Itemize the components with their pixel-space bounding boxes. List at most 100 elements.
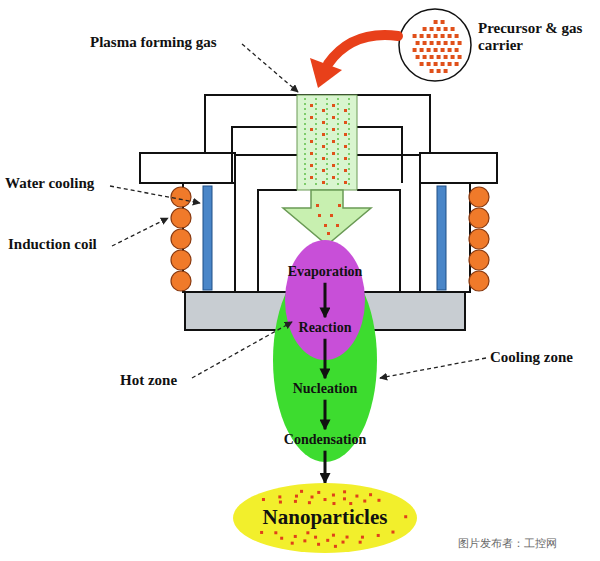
flow-arrow bbox=[323, 339, 326, 379]
precursor-dot bbox=[451, 41, 455, 45]
precursor-dot bbox=[416, 55, 420, 59]
precursor-dot bbox=[434, 48, 438, 52]
precursor-dot bbox=[338, 204, 341, 207]
precursor-dot bbox=[455, 62, 459, 66]
precursor-dot bbox=[310, 152, 313, 155]
precursor-dot bbox=[448, 62, 452, 66]
particle-dot bbox=[294, 500, 297, 503]
precursor-dot bbox=[332, 116, 335, 119]
precursor-dot bbox=[344, 109, 347, 112]
nozzle-arrow bbox=[283, 190, 371, 245]
precursor-dot bbox=[322, 133, 325, 136]
precursor-dot bbox=[332, 104, 335, 107]
particle-dot bbox=[300, 490, 303, 493]
step-label: Reaction bbox=[299, 320, 352, 335]
particle-dot bbox=[303, 539, 306, 542]
water-channel bbox=[203, 186, 212, 290]
precursor-dot bbox=[458, 55, 462, 59]
precursor-dot bbox=[427, 62, 431, 66]
feed-arrow-head bbox=[310, 58, 342, 88]
particle-dot bbox=[295, 495, 298, 498]
right-wall bbox=[420, 183, 470, 292]
particle-dot bbox=[361, 536, 364, 539]
particle-dot bbox=[279, 501, 282, 504]
precursor-dot bbox=[441, 48, 445, 52]
precursor-dot bbox=[455, 48, 459, 52]
particle-dot bbox=[317, 491, 320, 494]
precursor-dot bbox=[430, 41, 434, 45]
particle-dot bbox=[278, 495, 281, 498]
coil-turn bbox=[171, 187, 191, 207]
precursor-dot bbox=[344, 133, 347, 136]
gas-stream bbox=[315, 98, 317, 188]
process-step: Nucleation bbox=[290, 379, 361, 398]
precursor-dot bbox=[420, 34, 424, 38]
precursor-dot bbox=[441, 34, 445, 38]
precursor-dot bbox=[344, 121, 347, 124]
coil-turn bbox=[469, 208, 489, 228]
precursor-dot bbox=[310, 116, 313, 119]
particle-dot bbox=[355, 495, 358, 498]
coil-turn bbox=[469, 271, 489, 291]
precursor-dot bbox=[316, 204, 319, 207]
precursor-dot bbox=[430, 27, 434, 31]
precursor-dot bbox=[437, 55, 441, 59]
particle-dot bbox=[342, 541, 345, 544]
gas-stream bbox=[337, 98, 339, 188]
precursor-dot bbox=[441, 62, 445, 66]
particle-dot bbox=[332, 502, 335, 505]
precursor-dot bbox=[310, 176, 313, 179]
precursor-dot bbox=[344, 145, 347, 148]
precursor-dot bbox=[420, 48, 424, 52]
precursor-dot bbox=[423, 55, 427, 59]
part-label: Water cooling bbox=[5, 175, 94, 192]
precursor-dot bbox=[444, 27, 448, 31]
particle-dot bbox=[274, 531, 277, 534]
coil-turn bbox=[469, 229, 489, 249]
particle-dot bbox=[314, 536, 317, 539]
coil-turn bbox=[469, 187, 489, 207]
process-step: Reaction bbox=[296, 318, 355, 337]
precursor-circle bbox=[399, 9, 471, 81]
precursor-dot bbox=[448, 34, 452, 38]
part-label: Plasma forming gas bbox=[90, 34, 217, 51]
product-ellipse: Nanoparticles bbox=[232, 482, 418, 554]
leader-line bbox=[192, 322, 292, 378]
particle-dot bbox=[332, 534, 335, 537]
precursor-dot bbox=[437, 69, 441, 73]
precursor-dot bbox=[434, 20, 438, 24]
precursor-dot bbox=[434, 34, 438, 38]
precursor-dot bbox=[444, 69, 448, 73]
particle-dot bbox=[310, 496, 313, 499]
leader-line bbox=[110, 186, 200, 203]
precursor-dot bbox=[437, 27, 441, 31]
right-flange bbox=[420, 153, 497, 183]
precursor-dot bbox=[310, 140, 313, 143]
particle-dot bbox=[346, 536, 349, 539]
precursor-dot bbox=[444, 55, 448, 59]
precursor-dot bbox=[413, 34, 417, 38]
step-label: Evaporation bbox=[288, 264, 363, 279]
particle-dot bbox=[343, 490, 346, 493]
part-label: Induction coil bbox=[8, 236, 97, 253]
precursor-dot bbox=[332, 128, 335, 131]
precursor-dot bbox=[322, 109, 325, 112]
precursor-dot bbox=[430, 55, 434, 59]
precursor-dot bbox=[336, 224, 339, 227]
precursor-dot bbox=[420, 62, 424, 66]
precursor-dot bbox=[451, 27, 455, 31]
particle-dot bbox=[343, 497, 346, 500]
watermark: 图片发布者：工控网 bbox=[458, 538, 557, 551]
precursor-dot bbox=[451, 55, 455, 59]
gas-stream bbox=[326, 98, 328, 188]
particle-dot bbox=[359, 541, 362, 544]
leader-line bbox=[242, 44, 298, 92]
gas-stream bbox=[304, 98, 306, 188]
precursor-dot bbox=[437, 41, 441, 45]
precursor-dot bbox=[448, 48, 452, 52]
particle-dot bbox=[260, 531, 263, 534]
leader-line bbox=[380, 358, 486, 378]
precursor-dot bbox=[423, 41, 427, 45]
precursor-dot bbox=[322, 121, 325, 124]
leader-line bbox=[112, 218, 168, 246]
